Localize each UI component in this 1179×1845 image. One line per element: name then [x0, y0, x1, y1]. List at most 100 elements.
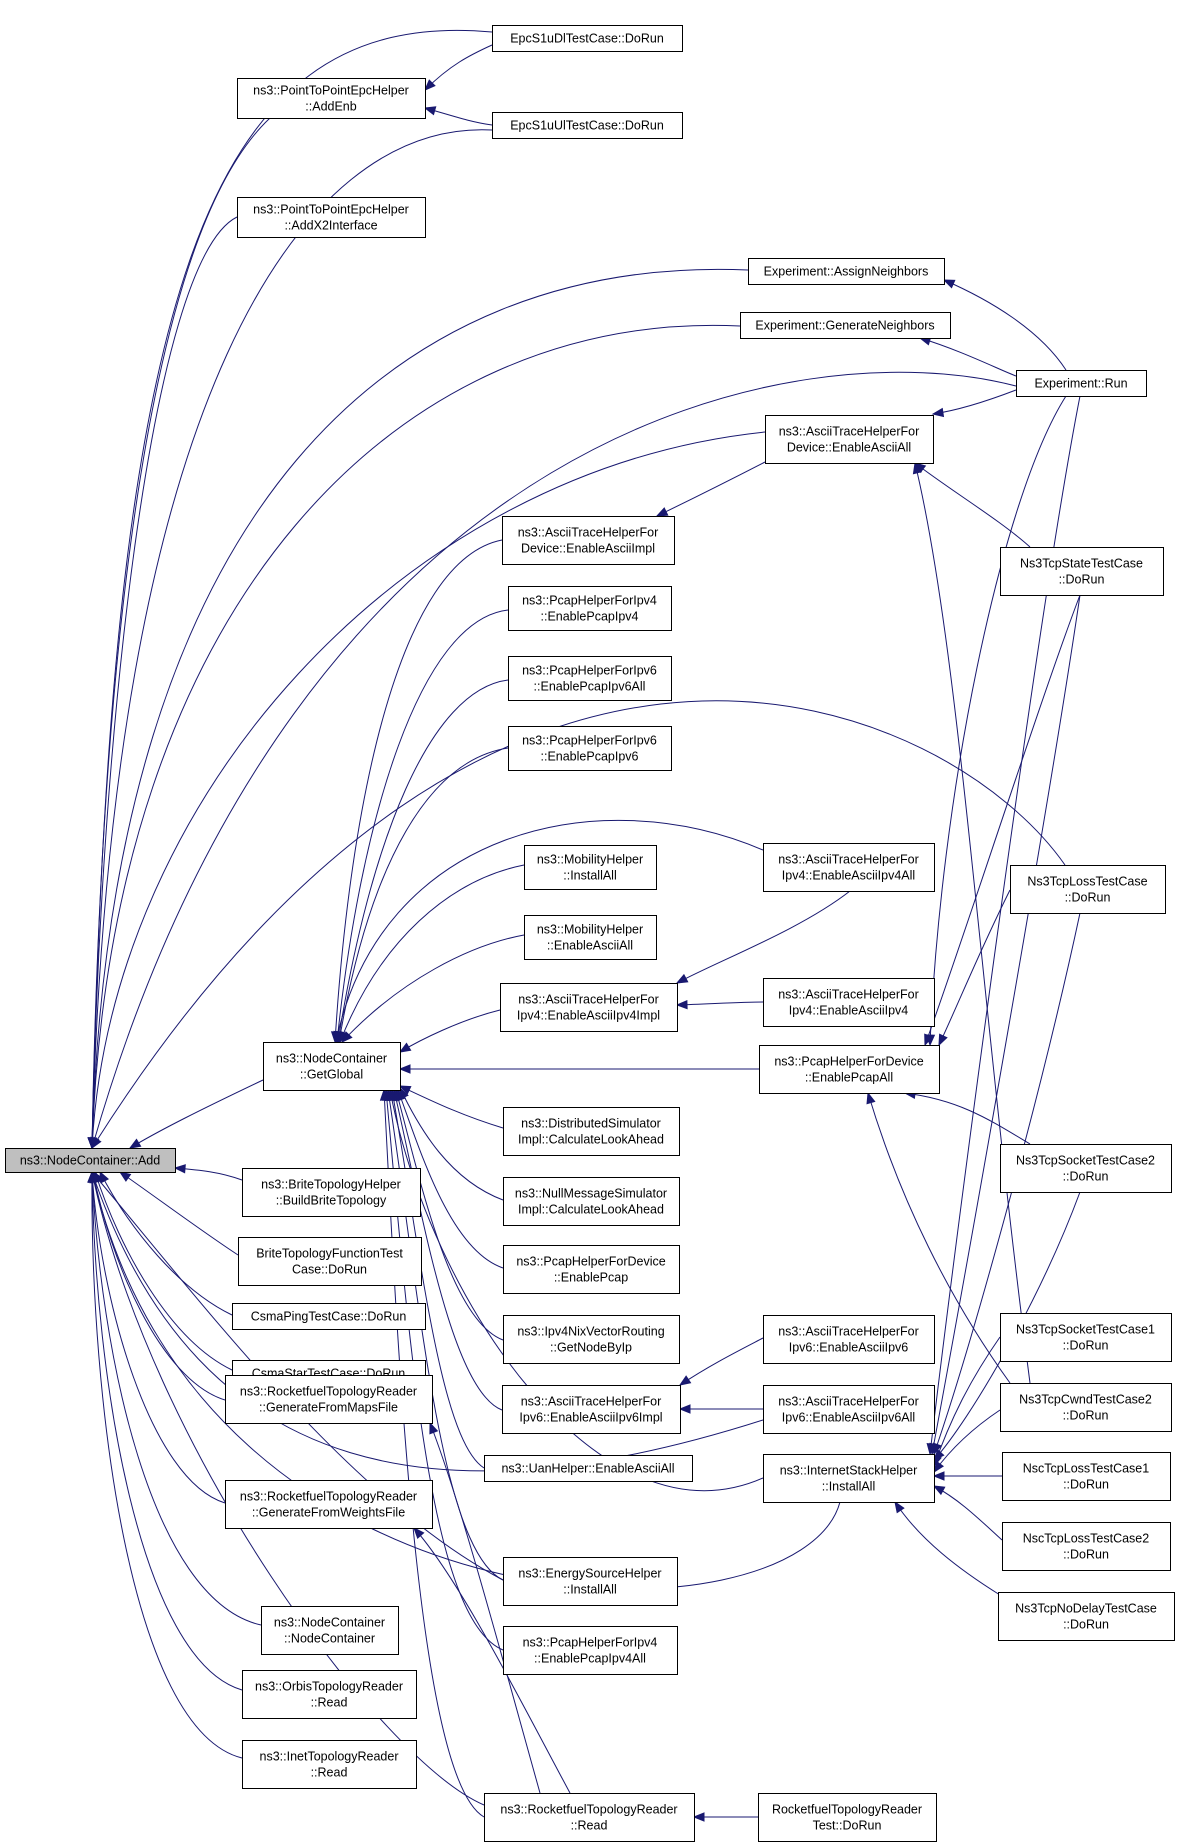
- node-nix-getnode[interactable]: ns3::Ipv4NixVectorRouting::GetNodeByIp: [503, 1315, 680, 1364]
- node-tcp-cwnd2[interactable]: Ns3TcpCwndTestCase2::DoRun: [1000, 1383, 1172, 1432]
- node-ascii-ipv4-all[interactable]: ns3::AsciiTraceHelperForIpv4::EnableAsci…: [763, 843, 935, 892]
- node-exp-assign[interactable]: Experiment::AssignNeighbors: [748, 258, 945, 285]
- node-box[interactable]: [524, 915, 657, 960]
- node-tcp-loss[interactable]: Ns3TcpLossTestCase::DoRun: [1010, 865, 1166, 914]
- node-rf-weights[interactable]: ns3::RocketfuelTopologyReader::GenerateF…: [225, 1480, 433, 1529]
- node-box[interactable]: [503, 1107, 680, 1156]
- node-root[interactable]: ns3::NodeContainer::Add: [5, 1148, 176, 1173]
- node-ascii-ipv4-impl[interactable]: ns3::AsciiTraceHelperForIpv4::EnableAsci…: [500, 983, 678, 1032]
- node-box[interactable]: [508, 726, 672, 771]
- node-box[interactable]: [1010, 865, 1166, 914]
- node-box[interactable]: [763, 1385, 935, 1434]
- node-box[interactable]: [261, 1606, 399, 1655]
- node-exp-generate[interactable]: Experiment::GenerateNeighbors: [740, 312, 951, 339]
- node-rf-maps[interactable]: ns3::RocketfuelTopologyReader::GenerateF…: [225, 1375, 433, 1424]
- node-box[interactable]: [263, 1042, 401, 1091]
- node-box[interactable]: [1000, 1144, 1172, 1193]
- node-tcp-state[interactable]: Ns3TcpStateTestCase::DoRun: [1000, 547, 1164, 596]
- node-pcap-dev-all[interactable]: ns3::PcapHelperForDevice::EnablePcapAll: [759, 1045, 940, 1094]
- node-box[interactable]: [484, 1455, 693, 1482]
- node-box[interactable]: [1000, 1383, 1172, 1432]
- node-mob-install[interactable]: ns3::MobilityHelper::InstallAll: [524, 845, 657, 890]
- node-box[interactable]: [1016, 370, 1147, 397]
- node-box[interactable]: [748, 258, 945, 285]
- node-p2p-addenb[interactable]: ns3::PointToPointEpcHelper::AddEnb: [237, 78, 426, 119]
- node-box[interactable]: [1000, 1313, 1172, 1362]
- node-box[interactable]: [740, 312, 951, 339]
- node-brite-build[interactable]: ns3::BriteTopologyHelper::BuildBriteTopo…: [242, 1168, 421, 1217]
- node-null-sim[interactable]: ns3::NullMessageSimulatorImpl::Calculate…: [503, 1177, 680, 1226]
- node-rf-read[interactable]: ns3::RocketfuelTopologyReader::Read: [484, 1793, 695, 1842]
- node-box[interactable]: [503, 1557, 678, 1606]
- node-tcp-sock2[interactable]: Ns3TcpSocketTestCase2::DoRun: [1000, 1144, 1172, 1193]
- node-box[interactable]: [502, 1385, 681, 1434]
- node-box[interactable]: [502, 516, 675, 565]
- node-exp-run[interactable]: Experiment::Run: [1016, 370, 1147, 397]
- node-epc-ul[interactable]: EpcS1uUlTestCase::DoRun: [492, 112, 683, 139]
- node-box[interactable]: [484, 1793, 695, 1842]
- node-box[interactable]: [242, 1168, 421, 1217]
- node-p2p-addx2[interactable]: ns3::PointToPointEpcHelper::AddX2Interfa…: [237, 197, 426, 238]
- node-nsc-loss2[interactable]: NscTcpLossTestCase2::DoRun: [1002, 1522, 1171, 1571]
- node-pcap-ipv6-all[interactable]: ns3::PcapHelperForIpv6::EnablePcapIpv6Al…: [508, 656, 672, 701]
- node-box[interactable]: [763, 1315, 935, 1364]
- node-box[interactable]: [763, 978, 935, 1027]
- node-nsc-loss1[interactable]: NscTcpLossTestCase1::DoRun: [1002, 1452, 1171, 1501]
- node-box[interactable]: [508, 586, 672, 631]
- node-orbis-read[interactable]: ns3::OrbisTopologyReader::Read: [242, 1670, 417, 1719]
- node-box[interactable]: [1002, 1452, 1171, 1501]
- node-box[interactable]: [503, 1315, 680, 1364]
- node-box[interactable]: [998, 1592, 1175, 1641]
- node-tcp-sock1[interactable]: Ns3TcpSocketTestCase1::DoRun: [1000, 1313, 1172, 1362]
- node-box[interactable]: [237, 78, 426, 119]
- node-energy-install[interactable]: ns3::EnergySourceHelper::InstallAll: [503, 1557, 678, 1606]
- node-csma-ping[interactable]: CsmaPingTestCase::DoRun: [232, 1303, 426, 1330]
- node-ascii-dev-impl[interactable]: ns3::AsciiTraceHelperForDevice::EnableAs…: [502, 516, 675, 565]
- node-box[interactable]: [503, 1245, 680, 1294]
- node-ascii-ipv6[interactable]: ns3::AsciiTraceHelperForIpv6::EnableAsci…: [763, 1315, 935, 1364]
- node-box[interactable]: [492, 25, 683, 52]
- node-nc-ctor[interactable]: ns3::NodeContainer::NodeContainer: [261, 1606, 399, 1655]
- node-box[interactable]: [500, 983, 678, 1032]
- node-tcp-nodelay[interactable]: Ns3TcpNoDelayTestCase::DoRun: [998, 1592, 1175, 1641]
- node-box[interactable]: [758, 1793, 937, 1842]
- node-ascii-dev-all[interactable]: ns3::AsciiTraceHelperForDevice::EnableAs…: [765, 415, 934, 464]
- node-ascii-ipv6-all[interactable]: ns3::AsciiTraceHelperForIpv6::EnableAsci…: [763, 1385, 935, 1434]
- node-box[interactable]: [492, 112, 683, 139]
- node-pcap-dev[interactable]: ns3::PcapHelperForDevice::EnablePcap: [503, 1245, 680, 1294]
- node-box[interactable]: [765, 415, 934, 464]
- node-inet-install[interactable]: ns3::InternetStackHelper::InstallAll: [763, 1454, 935, 1503]
- node-box[interactable]: [1000, 547, 1164, 596]
- node-getglobal[interactable]: ns3::NodeContainer::GetGlobal: [263, 1042, 401, 1091]
- edge-arrowhead: [398, 1042, 412, 1053]
- node-box[interactable]: [225, 1375, 433, 1424]
- node-box[interactable]: [508, 656, 672, 701]
- node-ascii-ipv6-impl[interactable]: ns3::AsciiTraceHelperForIpv6::EnableAsci…: [502, 1385, 681, 1434]
- node-pcap-ipv6[interactable]: ns3::PcapHelperForIpv6::EnablePcapIpv6: [508, 726, 672, 771]
- node-box[interactable]: [759, 1045, 940, 1094]
- node-box[interactable]: [238, 1237, 422, 1286]
- node-box[interactable]: [503, 1626, 678, 1675]
- node-box[interactable]: [237, 197, 426, 238]
- node-inet-read[interactable]: ns3::InetTopologyReader::Read: [242, 1740, 417, 1789]
- node-mob-ascii[interactable]: ns3::MobilityHelper::EnableAsciiAll: [524, 915, 657, 960]
- node-box[interactable]: [763, 1454, 935, 1503]
- node-box[interactable]: [225, 1480, 433, 1529]
- node-epc-dl[interactable]: EpcS1uDlTestCase::DoRun: [492, 25, 683, 52]
- node-ascii-ipv4[interactable]: ns3::AsciiTraceHelperForIpv4::EnableAsci…: [763, 978, 935, 1027]
- node-box[interactable]: [1002, 1522, 1171, 1571]
- node-pcap-ipv4-all[interactable]: ns3::PcapHelperForIpv4::EnablePcapIpv4Al…: [503, 1626, 678, 1675]
- node-box[interactable]: [232, 1303, 426, 1330]
- node-box[interactable]: [5, 1148, 176, 1173]
- node-box[interactable]: [763, 843, 935, 892]
- node-box[interactable]: [242, 1740, 417, 1789]
- node-box[interactable]: [524, 845, 657, 890]
- node-uan-ascii[interactable]: ns3::UanHelper::EnableAsciiAll: [484, 1455, 693, 1482]
- node-box[interactable]: [503, 1177, 680, 1226]
- node-box[interactable]: [242, 1670, 417, 1719]
- node-dist-sim[interactable]: ns3::DistributedSimulatorImpl::Calculate…: [503, 1107, 680, 1156]
- node-pcap-ipv4[interactable]: ns3::PcapHelperForIpv4::EnablePcapIpv4: [508, 586, 672, 631]
